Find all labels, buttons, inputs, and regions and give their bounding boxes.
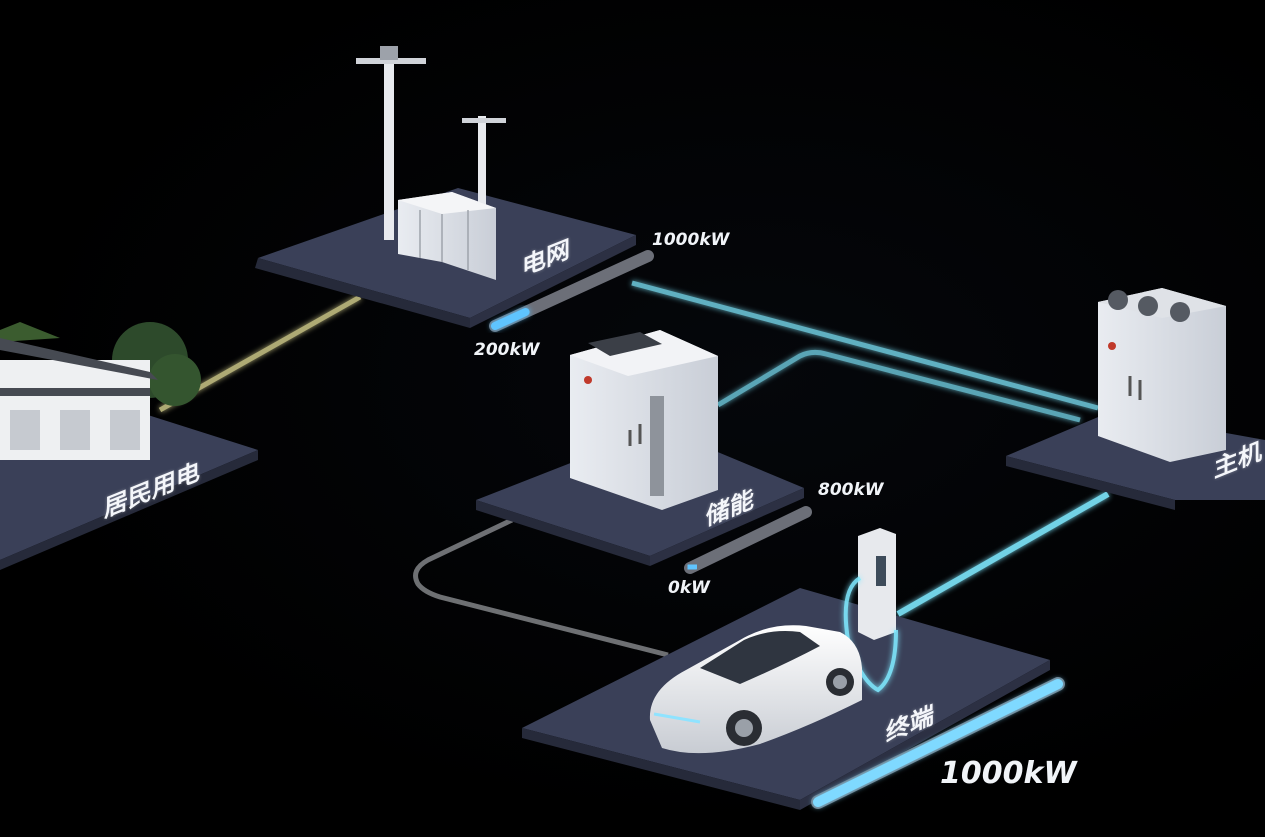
grid-max-readout: 1000kW — [652, 230, 730, 250]
host-platform — [1006, 288, 1265, 510]
grid-to-host-line — [631, 280, 1099, 411]
host-to-terminal-line — [896, 491, 1110, 617]
grid-gauge — [489, 250, 654, 332]
grid-cabinet-icon — [398, 192, 496, 280]
storage-to-terminal-line — [413, 517, 669, 658]
storage-gauge — [684, 506, 812, 574]
terminal-readout: 1000kW — [940, 756, 1077, 791]
storage-platform — [476, 330, 804, 566]
house-icon — [0, 322, 201, 460]
host-unit-icon — [1098, 288, 1226, 462]
power-pole-icon — [356, 46, 506, 240]
storage-gauge-fill — [686, 561, 699, 572]
grid-gauge-fill — [491, 308, 530, 330]
terminal-gauge — [811, 677, 1065, 809]
storage-cabinet-icon — [570, 330, 718, 510]
storage-gauge-track — [684, 506, 812, 574]
storage-max-readout: 800kW — [818, 480, 884, 500]
car-icon — [649, 625, 862, 754]
grid-min-readout: 200kW — [474, 340, 540, 360]
grid-platform — [255, 46, 636, 328]
home-platform — [0, 322, 258, 570]
storage-min-readout: 0kW — [668, 578, 710, 598]
storage-to-host-line — [716, 349, 1081, 423]
terminal-gauge-fill — [813, 679, 1063, 807]
